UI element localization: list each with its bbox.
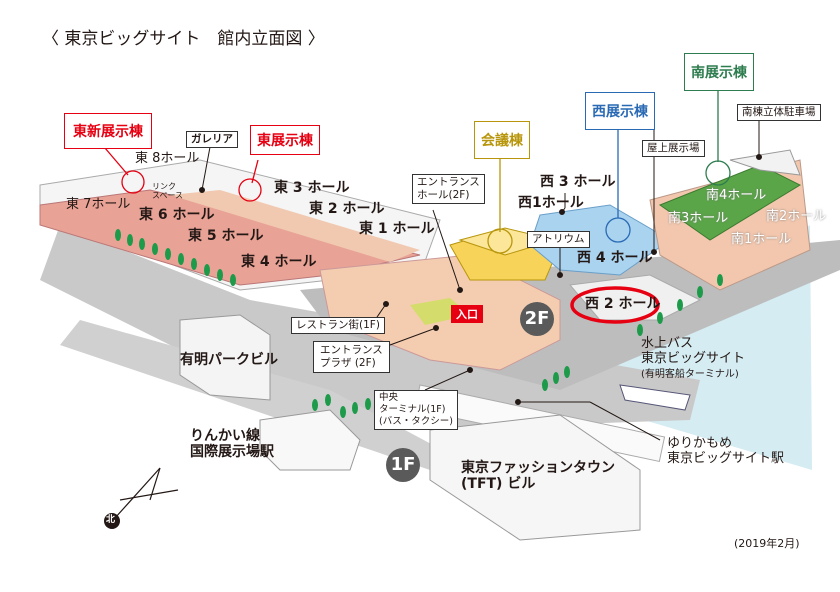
hall-w4[interactable]: 西 4 ホール xyxy=(577,250,653,266)
hall-s1[interactable]: 南1ホール xyxy=(731,232,792,247)
yurikamome-line1: ゆりかもめ xyxy=(667,436,733,451)
link-space-line1: リンク xyxy=(152,182,176,191)
floor-1f-badge: 1F xyxy=(386,448,420,482)
hall-s4[interactable]: 南4ホール xyxy=(706,188,767,203)
terminal-line3: (バス・タクシー) xyxy=(379,415,453,427)
rinkai-line2: 国際展示場駅 xyxy=(190,444,274,461)
central-terminal-label[interactable]: 中央ターミナル(1F)(バス・タクシー) xyxy=(374,390,458,430)
page-title: 〈 東京ビッグサイト 館内立面図 〉 xyxy=(42,29,325,49)
entrance-hall-line2: ホール(2F) xyxy=(417,189,470,202)
hall-e7[interactable]: 東 7ホール xyxy=(66,197,131,212)
terminal-line1: 中央 xyxy=(379,392,399,403)
link-space-label: リンクスペース xyxy=(152,182,183,200)
link-space-line2: スペース xyxy=(152,191,184,201)
east-new-hall-label[interactable]: 東新展示棟 xyxy=(64,113,152,149)
plaza-line1: エントランス xyxy=(320,344,383,356)
entrance-plaza-label[interactable]: エントランスプラザ (2F) xyxy=(313,341,390,374)
yurikamome-station-label: ゆりかもめ東京ビッグサイト駅 xyxy=(667,436,785,467)
south-parking xyxy=(729,149,801,176)
yurikamome-line2: 東京ビッグサイト駅 xyxy=(667,450,785,466)
plaza-line2: プラザ (2F) xyxy=(320,357,376,370)
water-bus-label: 水上バス東京ビッグサイト (有明客船ターミナル) xyxy=(641,336,746,382)
hall-w3[interactable]: 西 3 ホール xyxy=(540,174,616,190)
hall-e1[interactable]: 東 1 ホール xyxy=(359,221,435,237)
hall-e6[interactable]: 東 6 ホール xyxy=(139,207,215,223)
north-arrow xyxy=(114,467,179,519)
entrance-hall-label[interactable]: エントランスホール(2F) xyxy=(412,174,485,205)
terminal-line2: ターミナル(1F) xyxy=(379,403,446,415)
trees xyxy=(115,229,723,418)
ariake-park-building-label: 有明パークビル xyxy=(180,352,278,368)
water-bus-line1: 水上バス xyxy=(641,336,694,351)
restaurant-street-label[interactable]: レストラン街(1F) xyxy=(291,317,385,335)
entrance-marker[interactable]: 入口 xyxy=(451,305,483,323)
hall-w2[interactable]: 西 2 ホール xyxy=(585,296,661,312)
south-parking-label[interactable]: 南棟立体駐車場 xyxy=(737,104,821,122)
water-bus-line3: (有明客船ターミナル) xyxy=(641,368,739,380)
ariake-park-building xyxy=(179,314,271,401)
atrium-label[interactable]: アトリウム xyxy=(527,231,590,249)
west-hall-label[interactable]: 西展示棟 xyxy=(585,92,655,130)
conference-building-label[interactable]: 会議棟 xyxy=(474,121,530,159)
hall-e4[interactable]: 東 4 ホール xyxy=(241,254,317,270)
hall-e8[interactable]: 東 8ホール xyxy=(135,151,200,166)
hall-s3[interactable]: 南3ホール xyxy=(668,211,729,226)
tft-line1: 東京ファッションタウン xyxy=(461,460,615,476)
rinkai-station-label: りんかい線国際展示場駅 xyxy=(190,428,274,460)
galleria-label[interactable]: ガレリア xyxy=(186,131,238,149)
tft-building xyxy=(429,414,641,541)
water-bus-line2: 東京ビッグサイト xyxy=(641,350,746,366)
rooftop-exhibition-label[interactable]: 屋上展示場 xyxy=(642,140,705,158)
south-roof-green xyxy=(658,164,802,241)
entrance-hall-line1: エントランス xyxy=(417,176,480,188)
north-label: 北 xyxy=(106,515,116,525)
hall-e3[interactable]: 東 3 ホール xyxy=(274,180,350,196)
hall-e5[interactable]: 東 5 ホール xyxy=(188,228,264,244)
hall-e2[interactable]: 東 2 ホール xyxy=(309,201,385,217)
east-hall-label[interactable]: 東展示棟 xyxy=(250,125,320,155)
rinkai-line1: りんかい線 xyxy=(190,428,260,444)
tft-building-label: 東京ファッションタウン(TFT) ビル xyxy=(461,460,615,492)
date-label: (2019年2月) xyxy=(734,537,800,550)
south-hall-label[interactable]: 南展示棟 xyxy=(684,53,754,91)
rinkai-station-building xyxy=(259,409,361,471)
east-galleria xyxy=(170,190,420,262)
tft-line2: (TFT) ビル xyxy=(461,476,536,493)
floor-2f-badge: 2F xyxy=(520,302,554,336)
hall-s2[interactable]: 南2ホール xyxy=(766,209,827,224)
ferry xyxy=(619,384,691,411)
hall-w1[interactable]: 西1ホール xyxy=(518,195,584,211)
